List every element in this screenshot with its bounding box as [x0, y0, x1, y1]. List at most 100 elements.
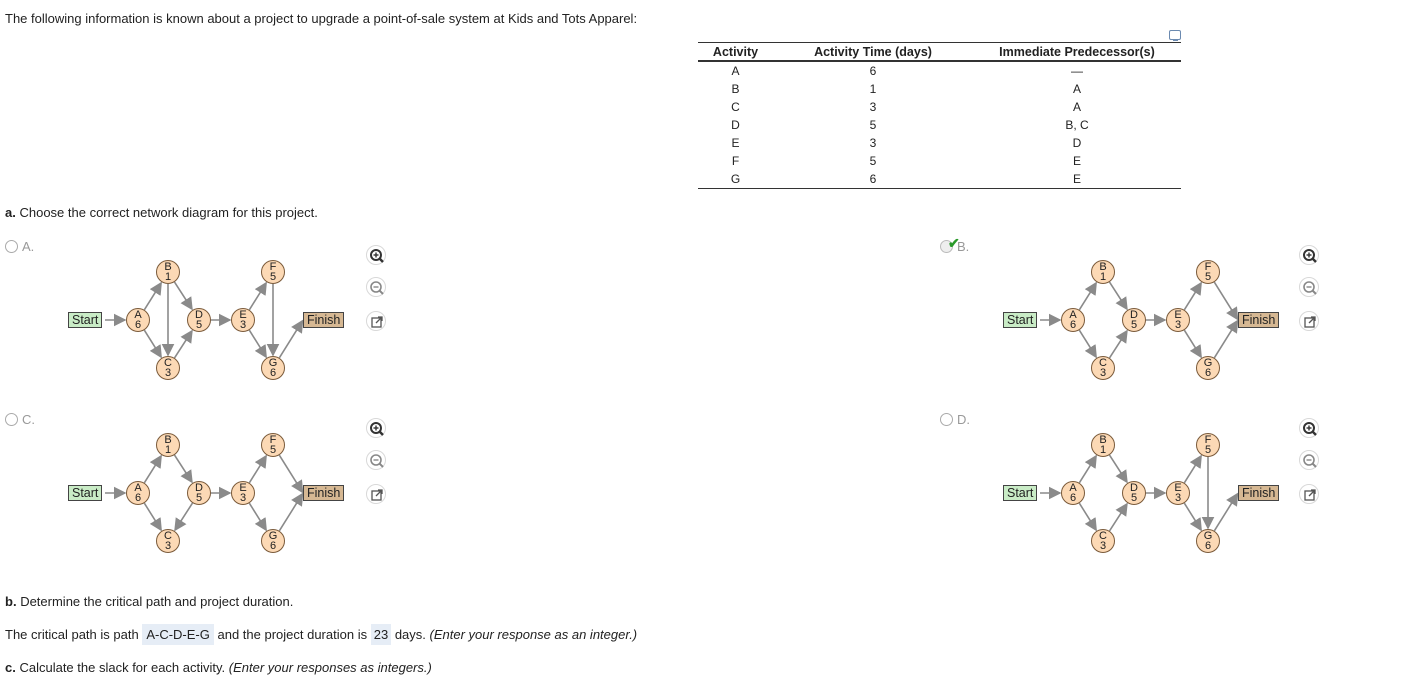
edge-E-G — [1183, 329, 1202, 359]
expand-button-d[interactable] — [1299, 484, 1319, 504]
node-time: 3 — [1099, 367, 1107, 379]
edge-A-B — [1078, 454, 1097, 484]
option-b[interactable]: ✔B. — [940, 235, 969, 254]
edge-A-B — [143, 454, 162, 484]
zoom-out-button-a[interactable] — [366, 277, 386, 297]
zoom-in-icon — [370, 249, 384, 263]
cell-activity: C — [731, 100, 740, 114]
edge-C-D — [1108, 329, 1128, 359]
zoom-out-button-d[interactable] — [1299, 450, 1319, 470]
zoom-in-button-b[interactable] — [1299, 245, 1319, 265]
header-activity-time: Activity Time (days) — [773, 42, 973, 62]
zoom-out-button-b[interactable] — [1299, 277, 1319, 297]
header-predecessors: Immediate Predecessor(s) — [973, 42, 1181, 62]
question-b-prefix: b. — [5, 594, 17, 609]
cell-predecessor: E — [973, 170, 1181, 189]
edge-C-D — [1108, 502, 1128, 532]
node-letter: A — [134, 482, 142, 494]
duration-input[interactable]: 23 — [370, 624, 392, 645]
edge-E-F — [1183, 281, 1202, 311]
edge-E-G — [1183, 502, 1202, 532]
cell-activity: F — [731, 154, 740, 168]
answer-mid: and the project duration is — [217, 627, 368, 642]
node-time: 3 — [1099, 540, 1107, 552]
zoom-in-button-c[interactable] — [366, 418, 386, 438]
node-time: 6 — [1069, 492, 1077, 504]
cell-time: 5 — [869, 118, 877, 132]
zoom-out-icon — [370, 281, 384, 295]
popout-icon[interactable] — [1169, 30, 1181, 41]
expand-button-c[interactable] — [366, 484, 386, 504]
expand-icon — [371, 316, 383, 328]
node-time: 5 — [1204, 444, 1212, 456]
edge-E-G — [248, 502, 267, 532]
expand-icon — [1304, 489, 1316, 501]
radio-icon[interactable] — [5, 240, 18, 253]
radio-icon[interactable] — [940, 240, 953, 253]
node-time: 3 — [239, 319, 247, 331]
node-time: 6 — [134, 492, 142, 504]
critical-path-input[interactable]: A-C-D-E-G — [142, 624, 214, 645]
question-c-text: Calculate the slack for each activity. — [19, 660, 226, 675]
node-letter: E — [239, 482, 247, 494]
start-node: Start — [1003, 312, 1038, 328]
node-letter: D — [195, 482, 203, 494]
cell-predecessor: A — [1072, 100, 1081, 114]
edge-F-Fin — [1213, 281, 1239, 321]
edge-B-D — [173, 454, 193, 484]
node-letter: F — [1204, 261, 1212, 273]
zoom-in-button-d[interactable] — [1299, 418, 1319, 438]
edge-F-Fin — [278, 454, 304, 494]
node-time: 3 — [164, 367, 172, 379]
node-time: 5 — [1130, 319, 1138, 331]
start-node: Start — [68, 312, 103, 328]
answer-pre: The critical path is path — [5, 627, 139, 642]
expand-button-a[interactable] — [366, 311, 386, 331]
cell-activity: B — [731, 82, 740, 96]
expand-button-b[interactable] — [1299, 311, 1319, 331]
zoom-out-button-c[interactable] — [366, 450, 386, 470]
node-letter: G — [1203, 357, 1213, 369]
node-letter: F — [269, 434, 277, 446]
node-letter: F — [269, 261, 277, 273]
answer-hint: (Enter your response as an integer.) — [429, 627, 638, 642]
finish-node: Finish — [303, 485, 345, 501]
option-a[interactable]: A. — [5, 239, 34, 254]
edge-A-C — [143, 502, 162, 532]
answer-post: days. — [394, 627, 426, 642]
node-time: 3 — [164, 540, 172, 552]
node-time: 1 — [164, 271, 172, 283]
node-time: 5 — [269, 271, 277, 283]
question-a-text: Choose the correct network diagram for t… — [19, 205, 318, 220]
radio-icon[interactable] — [940, 413, 953, 426]
radio-icon[interactable] — [5, 413, 18, 426]
node-letter: E — [239, 309, 247, 321]
edge-D-C — [174, 502, 194, 532]
node-letter: C — [164, 530, 172, 542]
zoom-in-button-a[interactable] — [366, 245, 386, 265]
option-c[interactable]: C. — [5, 412, 35, 427]
node-letter: E — [1174, 482, 1182, 494]
option-d[interactable]: D. — [940, 412, 970, 427]
answer-line-b: The critical path is path A-C-D-E-G and … — [5, 624, 638, 645]
node-time: 5 — [195, 319, 203, 331]
node-letter: E — [1174, 309, 1182, 321]
edge-A-B — [143, 281, 162, 311]
node-letter: A — [134, 309, 142, 321]
cell-predecessor: A — [1072, 82, 1081, 96]
edge-A-C — [143, 329, 162, 359]
node-letter: B — [164, 434, 172, 446]
